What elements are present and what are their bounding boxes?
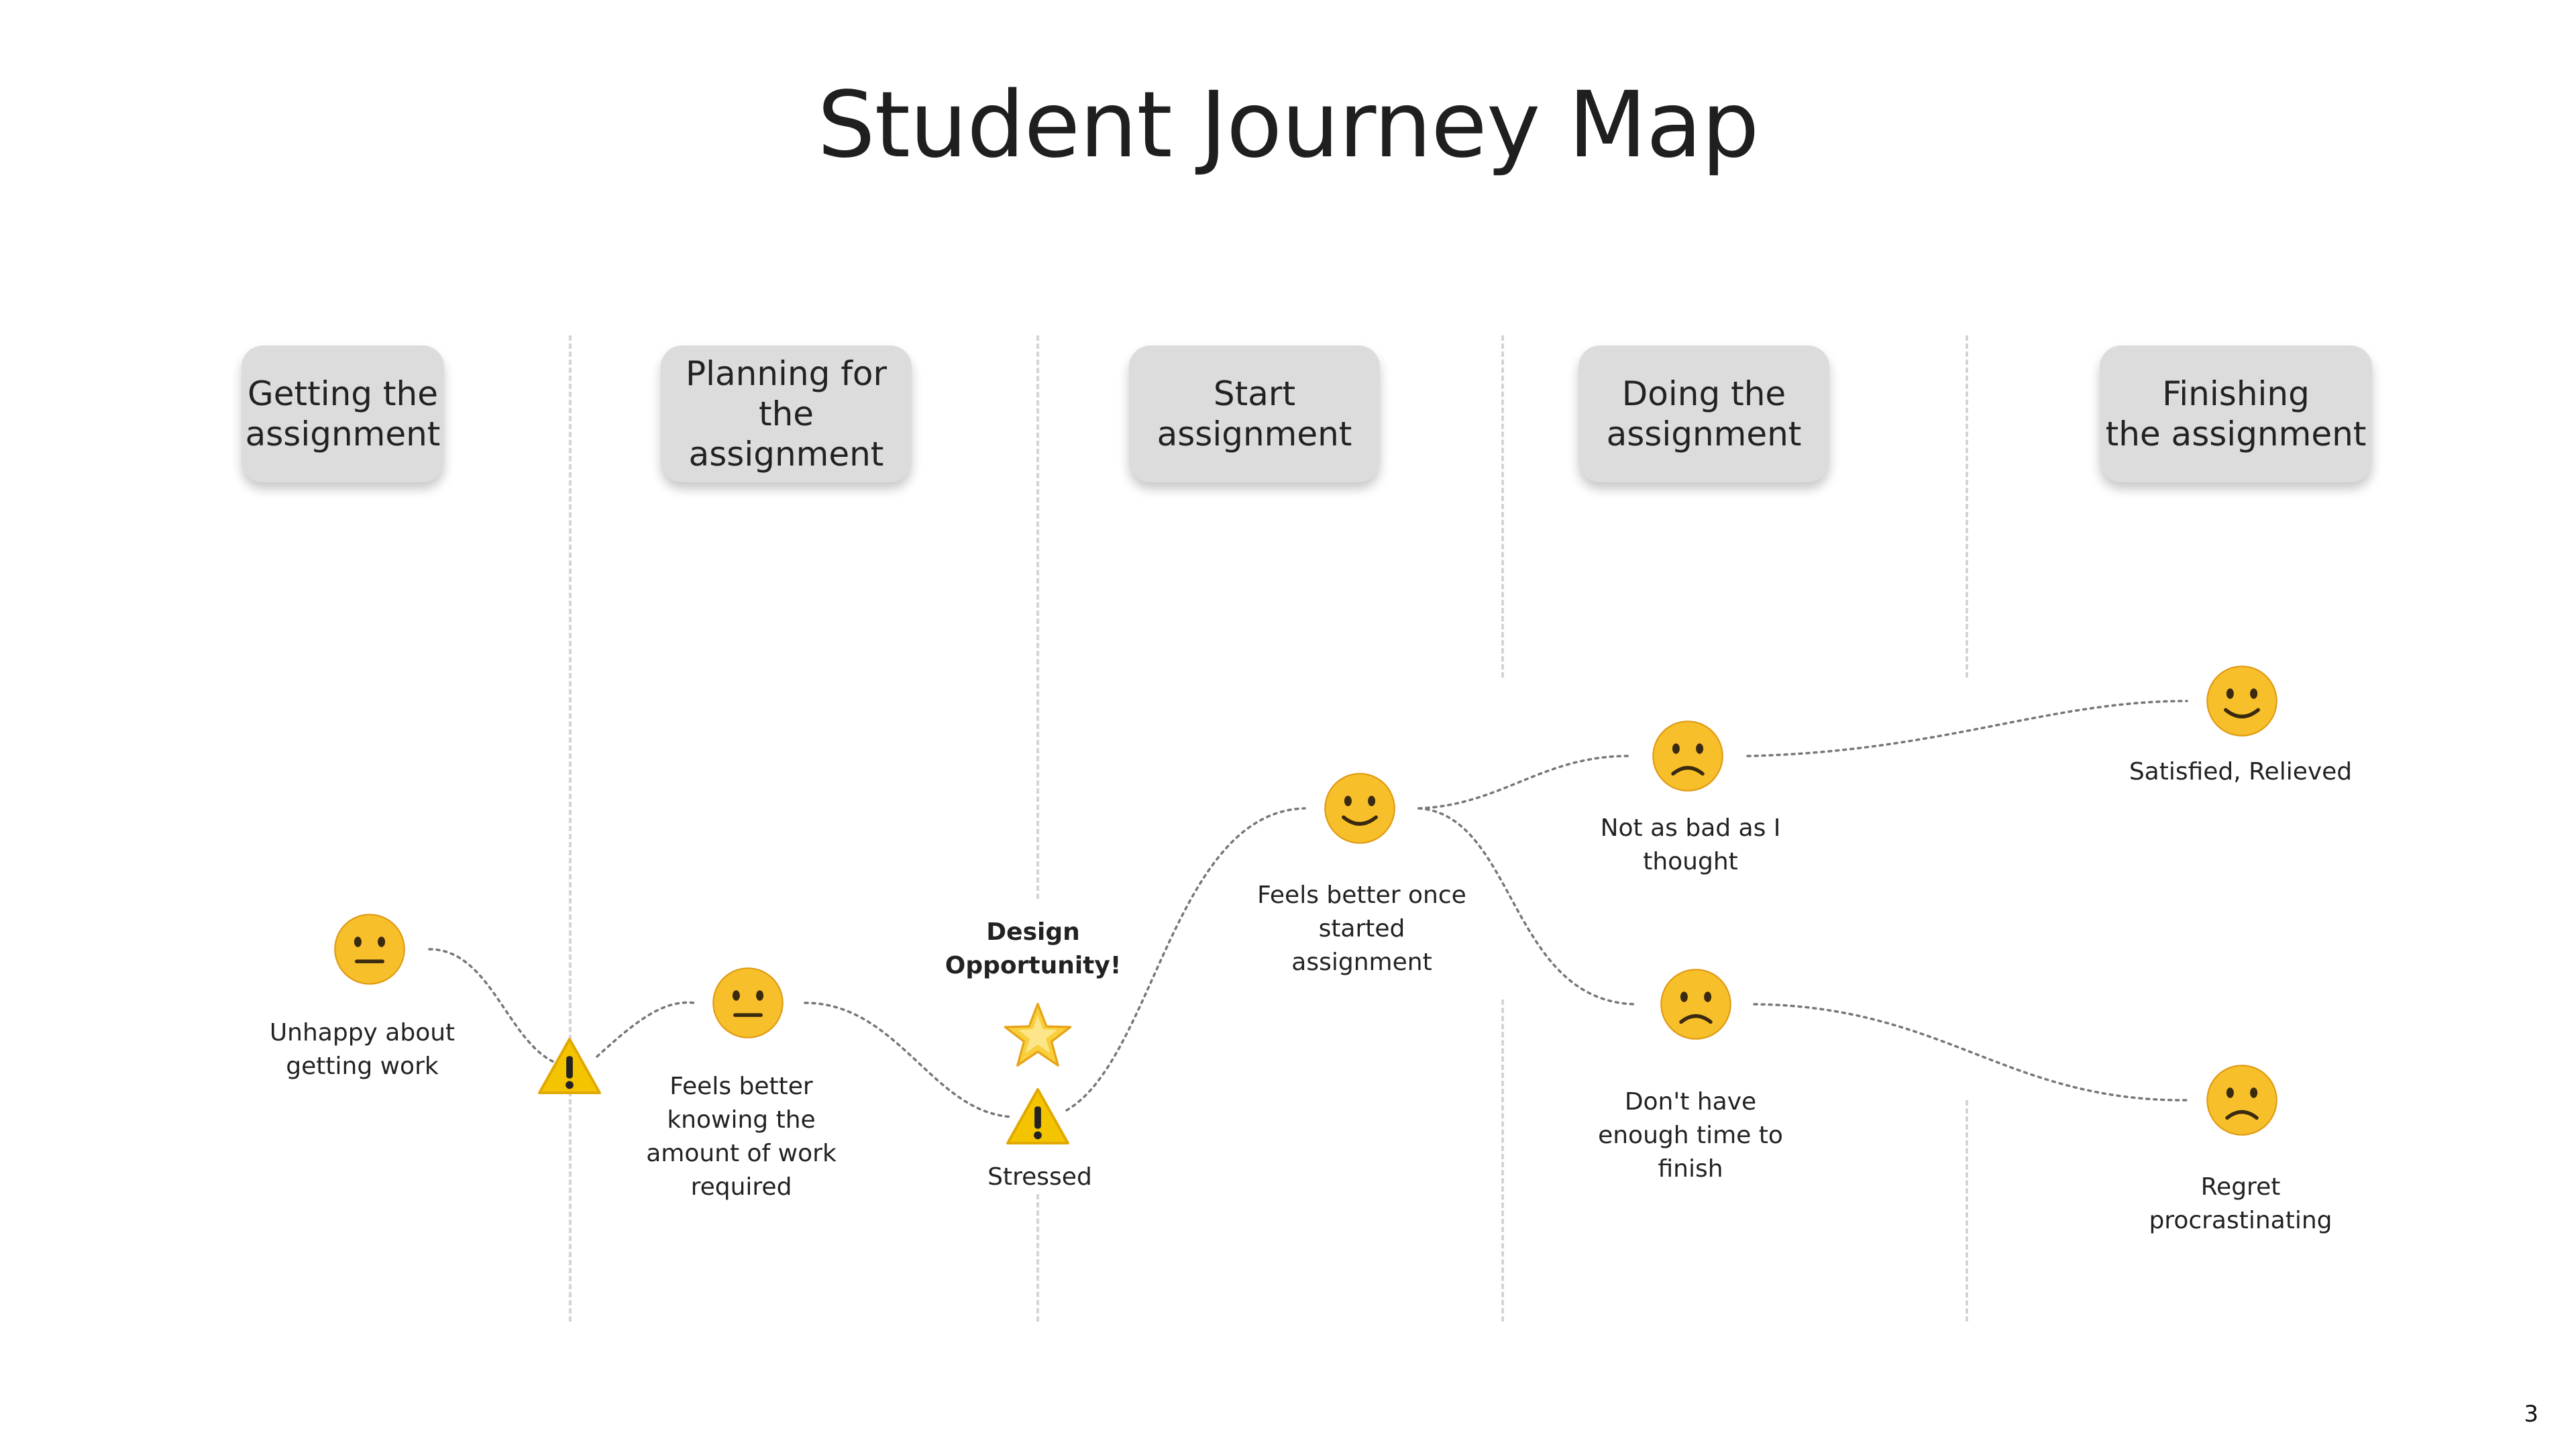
stage-divider (1501, 1000, 1504, 1322)
stage-doing-assignment: Doing the assignment (1578, 345, 1829, 482)
journey-segment (1417, 755, 1633, 810)
journey-segment (804, 1002, 1014, 1118)
journey-segment (1065, 807, 1306, 1112)
caption-feels-better-started: Feels better once started assignment (1257, 881, 1466, 976)
glowing-star-icon (1004, 1002, 1072, 1067)
stage-finishing-assignment: Finishing the assignment (2100, 345, 2372, 482)
frowning-face-icon (2206, 1065, 2277, 1136)
caption-not-as-bad: Not as bad as I thought (1600, 814, 1781, 875)
caption-stressed: Stressed (987, 1163, 1092, 1191)
page-title: Student Journey Map (817, 72, 1759, 178)
stage-start-assignment: Start assignment (1129, 345, 1380, 482)
warning-icon (538, 1037, 601, 1095)
design-opportunity-label: Design Opportunity! (945, 918, 1122, 979)
smiling-face-icon (2206, 665, 2277, 737)
journey-segment (1417, 807, 1638, 1006)
caption-feels-better-knowing: Feels better knowing the amount of work … (646, 1073, 837, 1201)
caption-satisfied-relieved: Satisfied, Relieved (2129, 758, 2353, 786)
journey-segment (1746, 700, 2188, 757)
journey-segment (596, 1001, 696, 1058)
stage-divider (1966, 335, 1968, 678)
smiling-face-icon (1324, 773, 1395, 844)
journey-segment (428, 948, 572, 1068)
caption-unhappy: Unhappy about getting work (269, 1019, 455, 1080)
stage-divider (569, 335, 572, 1322)
stage-divider (1501, 335, 1504, 678)
journey-segment (1753, 1003, 2188, 1102)
stage-divider (1966, 1100, 1968, 1322)
warning-icon (1006, 1087, 1069, 1145)
neutral-face-icon (334, 914, 405, 985)
caption-not-enough-time: Don't have enough time to finish (1598, 1088, 1783, 1183)
stage-divider (1036, 1194, 1039, 1322)
caption-regret: Regret procrastinating (2149, 1173, 2332, 1234)
page-number: 3 (2524, 1401, 2538, 1428)
stage-getting-assignment: Getting the assignment (241, 345, 444, 482)
frowning-face-icon (1652, 720, 1723, 792)
stage-divider (1036, 335, 1039, 899)
neutral-face-icon (712, 967, 784, 1038)
frowning-face-icon (1660, 969, 1731, 1040)
stage-planning-assignment: Planning for the assignment (661, 345, 912, 482)
